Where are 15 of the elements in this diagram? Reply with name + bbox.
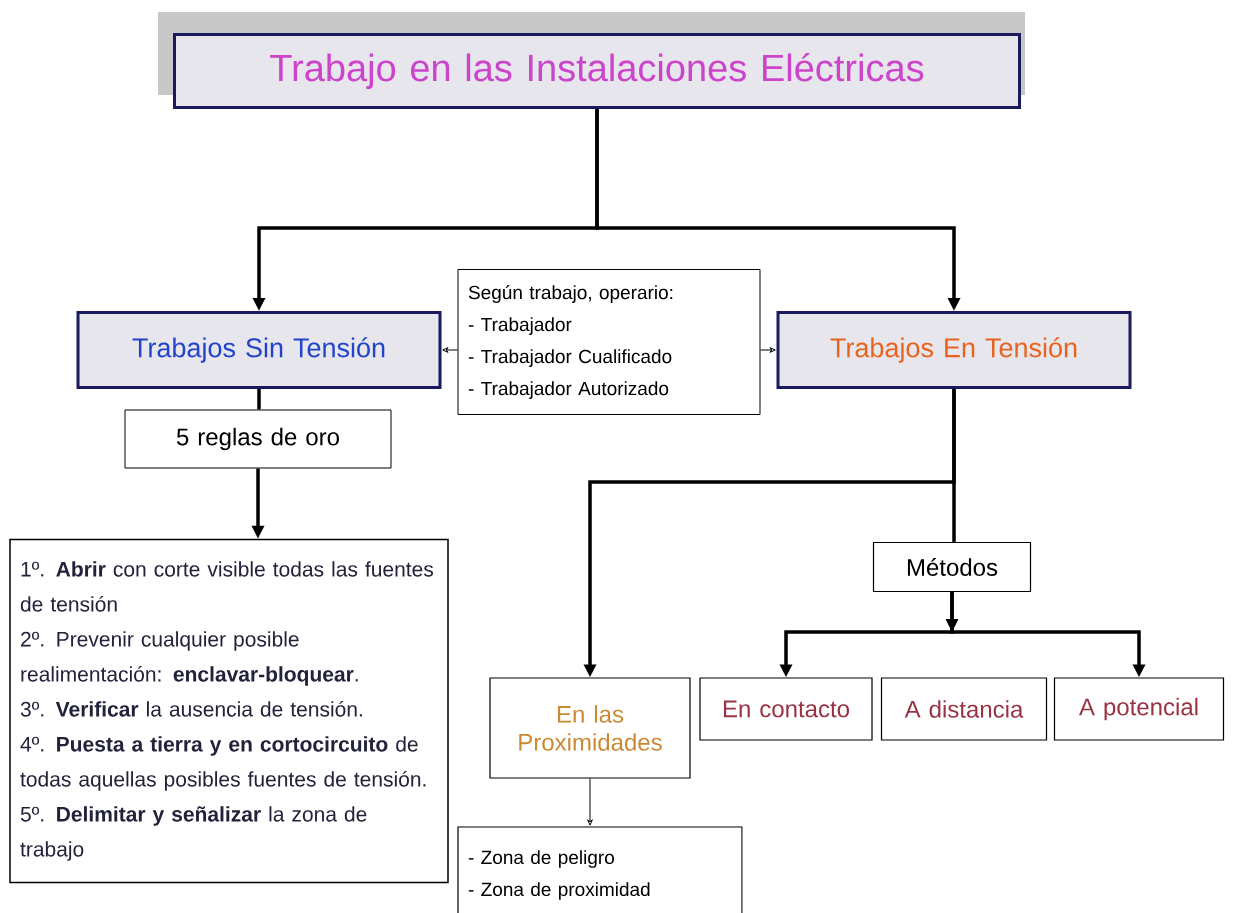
process-box: 5 reglas de oro bbox=[124, 409, 392, 469]
process-box: A distancia bbox=[880, 677, 1048, 741]
process-box: Trabajos Sin Tensión bbox=[76, 311, 442, 389]
process-box: A potencial bbox=[1053, 677, 1225, 741]
arrow bbox=[442, 347, 458, 353]
process-box: En contacto bbox=[699, 677, 873, 741]
note-box: Según trabajo, operario: - Trabajador - Trabajador Cualificado - Trabajador Autorizado bbox=[457, 269, 761, 415]
note-box: - Zona de peligro - Zona de proximidad bbox=[457, 826, 743, 913]
process-box: Trabajos En Tensión bbox=[776, 311, 1132, 389]
arrow bbox=[760, 347, 776, 353]
arrow bbox=[587, 778, 593, 826]
rules-box: 1º. Abrir con corte visible todas las fuentes de tensión 2º. Prevenir cualquier posible realimentación: enclavar-bloquear. 3º. Verificar la ausencia de tensión. 4º. Puesta a tierra y en cortocircuito de todas aquellas posibles fuentes de tensión. 5º. Delimitar y señalizar la zona de trabajo bbox=[9, 538, 449, 884]
process-box: En las Proximidades bbox=[489, 677, 691, 779]
process-box: Métodos bbox=[872, 541, 1032, 593]
title-box: Trabajo en las Instalaciones Eléctricas bbox=[158, 12, 1025, 109]
